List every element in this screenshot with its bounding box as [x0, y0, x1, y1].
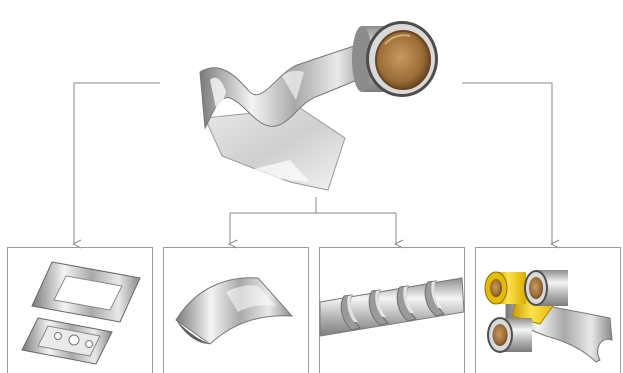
die-cut-gaskets-illustration: [22, 262, 140, 364]
arrow-to-gaskets: [74, 83, 160, 244]
spiral-wound-tube-illustration: [320, 278, 464, 336]
arrow-to-tape-rolls: [462, 83, 552, 244]
foil-roll-illustration: [200, 21, 438, 190]
laminated-tape-rolls-illustration: [485, 270, 612, 362]
curved-foil-sheet-illustration: [176, 278, 292, 344]
